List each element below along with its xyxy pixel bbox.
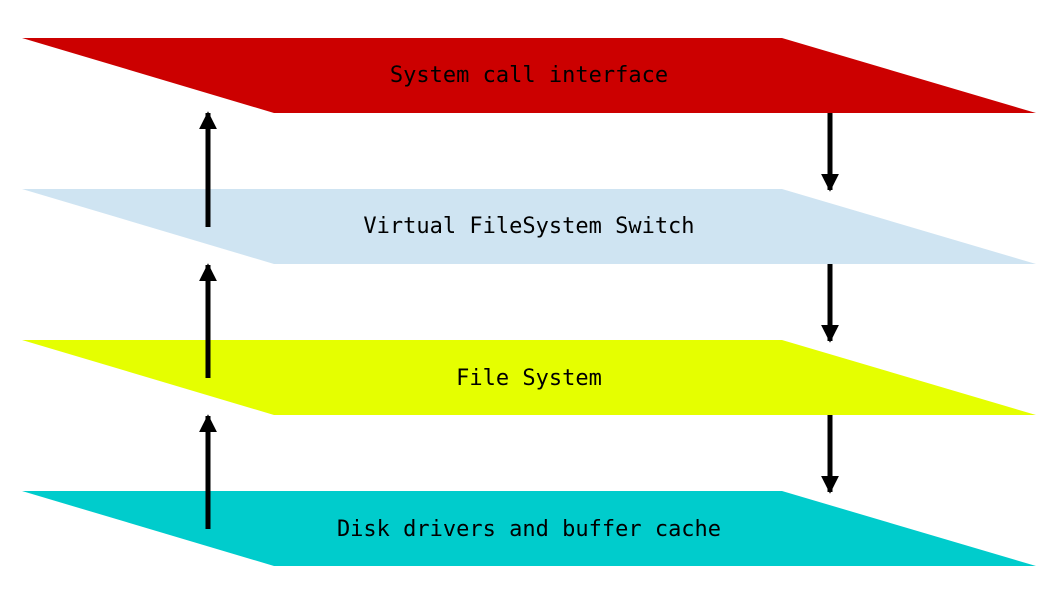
layer-virtual-filesystem-switch: Virtual FileSystem Switch xyxy=(22,189,1036,264)
layer-disk-drivers-buffer-cache: Disk drivers and buffer cache xyxy=(22,491,1036,566)
layer-label: Virtual FileSystem Switch xyxy=(363,214,694,239)
layer-file-system: File System xyxy=(22,340,1036,415)
layer-label: File System xyxy=(456,366,602,391)
layer-label: Disk drivers and buffer cache xyxy=(337,517,721,542)
layer-plane xyxy=(22,491,1036,566)
layer-system-call-interface: System call interface xyxy=(22,38,1036,113)
layer-plane xyxy=(22,189,1036,264)
layer-label: System call interface xyxy=(390,63,668,88)
layer-plane xyxy=(22,38,1036,113)
layer-plane xyxy=(22,340,1036,415)
